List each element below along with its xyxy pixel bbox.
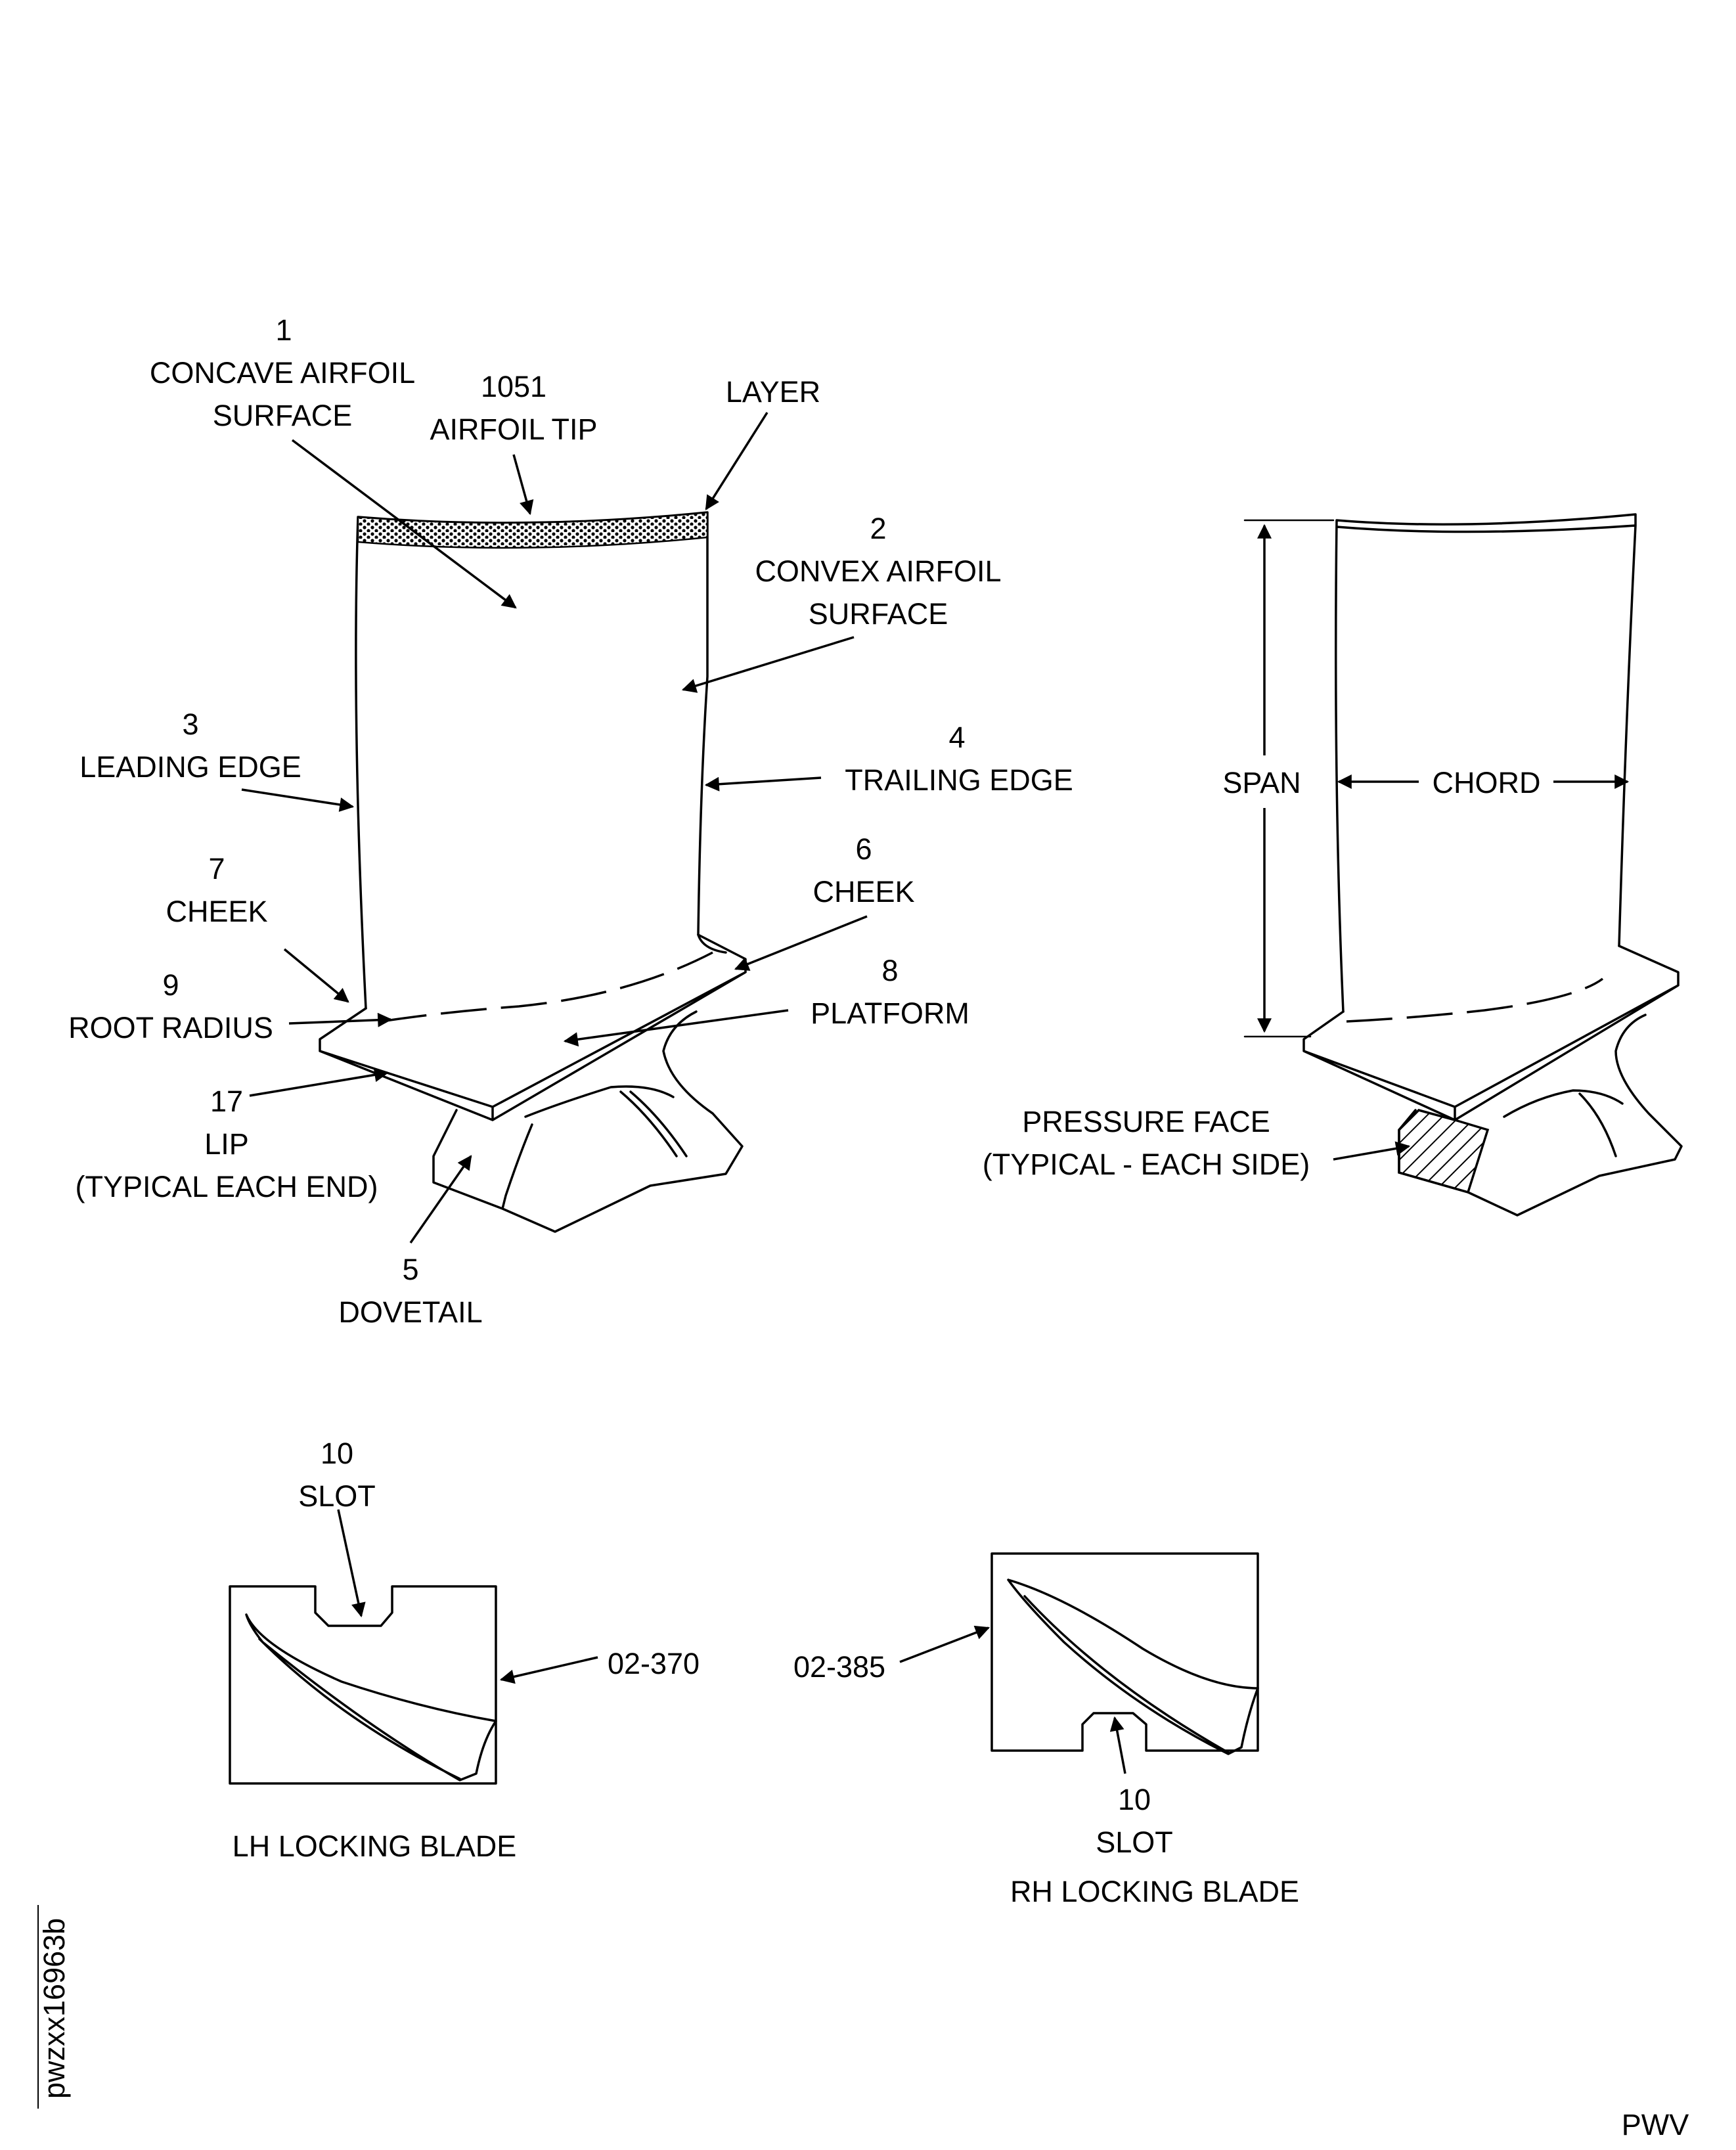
leading-number: 3 bbox=[182, 707, 198, 741]
platform-outline-2 bbox=[1302, 945, 1680, 1121]
slot-lh-label: SLOT bbox=[298, 1479, 376, 1513]
leader-lip bbox=[249, 1067, 389, 1097]
dovetail-label: DOVETAIL bbox=[338, 1295, 482, 1329]
figure-id: pwzxx16963b bbox=[37, 1918, 71, 2099]
lip-number: 17 bbox=[210, 1085, 243, 1118]
labels: 1 CONCAVE AIRFOIL SURFACE 1051 AIRFOIL T… bbox=[37, 313, 1689, 2141]
leader-pressure bbox=[1333, 1141, 1411, 1161]
tip-coating-layer bbox=[357, 511, 709, 549]
cheek7-number: 7 bbox=[208, 852, 225, 885]
leader-platform bbox=[563, 1009, 789, 1047]
dovetail-outline-2 bbox=[1398, 1014, 1683, 1217]
leader-tip bbox=[512, 454, 534, 516]
tip-number: 1051 bbox=[481, 370, 546, 403]
leader-dovetail bbox=[409, 1155, 472, 1244]
leader-slot-lh bbox=[337, 1509, 366, 1618]
trailing-label: TRAILING EDGE bbox=[845, 763, 1073, 797]
root-radius-line-2 bbox=[1346, 977, 1604, 1023]
lip-label: LIP bbox=[204, 1127, 249, 1161]
corner-code: PWV bbox=[1622, 2108, 1689, 2141]
leaders bbox=[241, 412, 1411, 1774]
concave-label-1: CONCAVE AIRFOIL bbox=[150, 356, 415, 390]
rh-airfoil-section bbox=[1007, 1579, 1259, 1755]
slot-lh-number: 10 bbox=[321, 1437, 353, 1470]
concave-number: 1 bbox=[275, 313, 292, 347]
pressure-label-1: PRESSURE FACE bbox=[1022, 1105, 1270, 1138]
lh-title: LH LOCKING BLADE bbox=[233, 1829, 517, 1863]
span-chord-drawing bbox=[1243, 513, 1683, 1217]
root-number: 9 bbox=[162, 968, 179, 1002]
airfoil-outline bbox=[355, 511, 709, 1010]
lip-note: (TYPICAL EACH END) bbox=[76, 1170, 378, 1203]
cheek6-number: 6 bbox=[855, 832, 872, 866]
leader-concave bbox=[291, 439, 517, 609]
fillet bbox=[697, 933, 727, 954]
root-radius-line bbox=[380, 951, 713, 1023]
pressure-label-2: (TYPICAL - EACH SIDE) bbox=[983, 1148, 1310, 1181]
root-label: ROOT RADIUS bbox=[68, 1011, 273, 1044]
rh-title: RH LOCKING BLADE bbox=[1010, 1875, 1299, 1908]
leader-trailing bbox=[704, 776, 822, 792]
lh-locking-blade bbox=[229, 1585, 497, 1785]
leader-convex bbox=[681, 636, 855, 693]
airfoil-outline-2 bbox=[1335, 513, 1637, 1013]
tip-label: AIRFOIL TIP bbox=[430, 413, 597, 446]
convex-label-2: SURFACE bbox=[809, 597, 948, 631]
figure-id-group: pwzxx16963b bbox=[37, 1918, 71, 2099]
slot-rh-number: 10 bbox=[1118, 1783, 1151, 1816]
leader-slot-rh bbox=[1109, 1716, 1126, 1774]
slot-rh-label: SLOT bbox=[1096, 1825, 1173, 1859]
leader-cheek6 bbox=[734, 915, 868, 971]
leader-lh-ref bbox=[499, 1656, 598, 1684]
platform-outline bbox=[319, 933, 747, 1121]
pressure-face-hatch bbox=[1398, 1109, 1490, 1194]
dovetail-outline bbox=[432, 1010, 744, 1233]
rh-locking-blade bbox=[990, 1552, 1259, 1755]
span-label: SPAN bbox=[1222, 766, 1301, 799]
leader-rh-ref bbox=[899, 1625, 990, 1663]
leader-root bbox=[288, 1012, 393, 1027]
platform-label: PLATFORM bbox=[811, 997, 969, 1030]
rh-block-outline bbox=[990, 1552, 1259, 1752]
dovetail-groove bbox=[619, 1090, 688, 1157]
concave-label-2: SURFACE bbox=[213, 399, 353, 432]
platform-number: 8 bbox=[881, 954, 898, 987]
leader-layer bbox=[705, 412, 768, 510]
lh-block-outline bbox=[229, 1585, 497, 1785]
lh-airfoil-section bbox=[245, 1613, 497, 1781]
leading-label: LEADING EDGE bbox=[79, 750, 301, 784]
main-blade-drawing bbox=[319, 511, 747, 1233]
layer-label: LAYER bbox=[726, 375, 820, 409]
trailing-number: 4 bbox=[948, 721, 965, 754]
chord-label: CHORD bbox=[1433, 766, 1541, 799]
cheek6-label: CHEEK bbox=[812, 875, 914, 908]
dovetail-groove-2 bbox=[1578, 1092, 1617, 1157]
convex-label-1: CONVEX AIRFOIL bbox=[755, 554, 1001, 588]
convex-number: 2 bbox=[870, 512, 886, 545]
leader-cheek7 bbox=[283, 948, 349, 1003]
rh-ref-label: 02-385 bbox=[793, 1650, 885, 1684]
lh-ref-label: 02-370 bbox=[608, 1647, 700, 1680]
dovetail-number: 5 bbox=[402, 1253, 418, 1286]
leader-leading bbox=[241, 788, 355, 812]
cheek7-label: CHEEK bbox=[166, 895, 267, 928]
